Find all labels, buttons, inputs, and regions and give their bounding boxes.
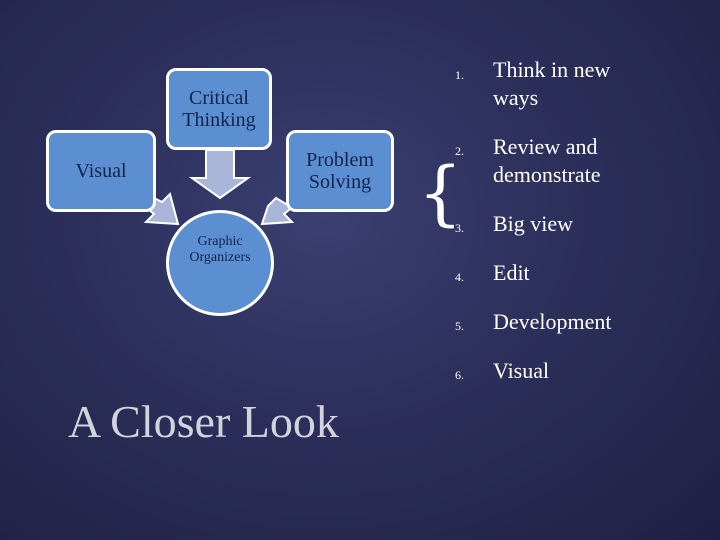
node-critical-thinking-label: Critical Thinking bbox=[182, 87, 256, 131]
node-graphic-organizers-label: Graphic Organizers bbox=[189, 233, 251, 265]
list-text-4: Edit bbox=[493, 260, 530, 285]
list-text-6: Visual bbox=[493, 358, 550, 383]
node-problem-solving-label: Problem Solving bbox=[306, 149, 374, 193]
node-visual: Visual bbox=[46, 130, 156, 212]
left-brace: { bbox=[418, 152, 463, 234]
node-graphic-organizers: Graphic Organizers bbox=[166, 210, 274, 316]
list-num-5: 5. bbox=[455, 319, 464, 333]
list-num-3: 3. bbox=[455, 221, 464, 235]
node-visual-label: Visual bbox=[75, 160, 127, 182]
list-num-4: 4. bbox=[455, 270, 464, 284]
list-text-2: Review and demonstrate bbox=[493, 134, 601, 187]
list-num-6: 6. bbox=[455, 368, 464, 382]
slide-title: A Closer Look bbox=[68, 396, 339, 447]
list-num-2: 2. bbox=[455, 144, 464, 158]
list-text-3: Big view bbox=[493, 211, 574, 236]
list-text-5: Development bbox=[493, 309, 612, 334]
list-text-1: Think in new ways bbox=[493, 57, 611, 110]
arrow-down bbox=[188, 149, 252, 200]
node-problem-solving: Problem Solving bbox=[286, 130, 394, 212]
list-num-1: 1. bbox=[455, 68, 464, 82]
node-critical-thinking: Critical Thinking bbox=[166, 68, 272, 150]
